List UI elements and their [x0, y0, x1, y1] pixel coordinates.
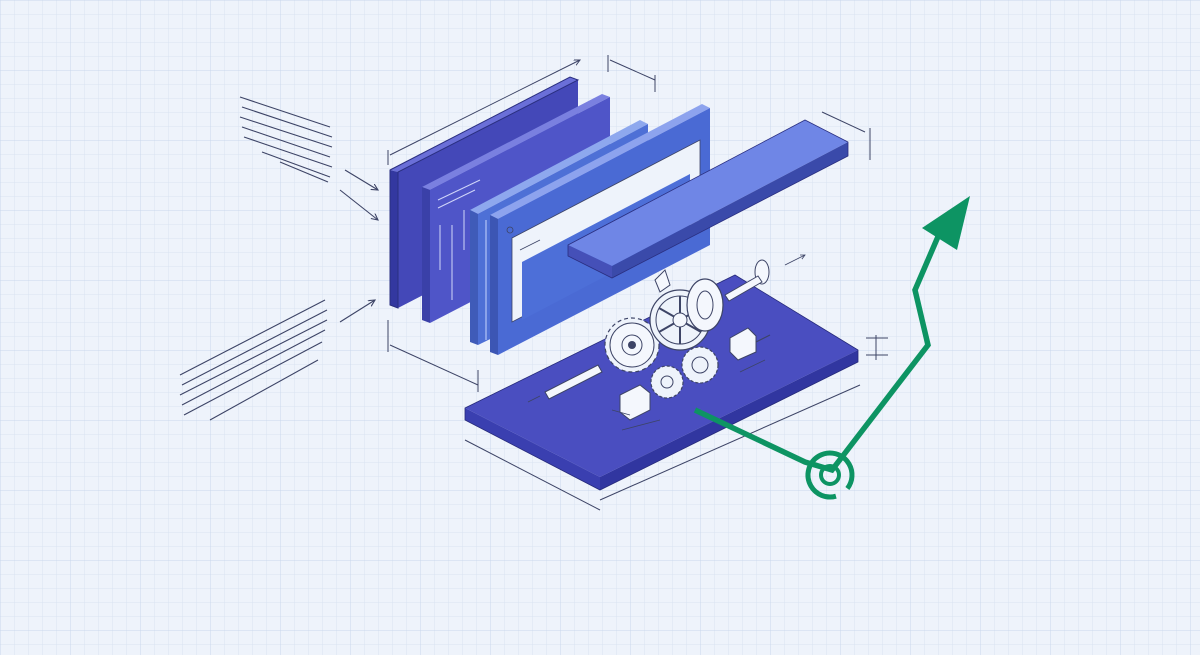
dimension-lines	[387, 55, 888, 511]
motion-lines-upper	[239, 96, 378, 220]
trend-arrow-icon	[693, 196, 970, 474]
motion-lines-lower	[179, 300, 375, 421]
gear-icon	[604, 317, 660, 373]
target-icon	[805, 450, 855, 500]
gear-icon	[650, 365, 684, 399]
bracket-icon	[619, 327, 771, 421]
part-dimension-marks	[527, 255, 805, 431]
gear-icon	[681, 346, 719, 384]
shaft-icon	[544, 269, 763, 400]
panel-layer-bar	[567, 119, 849, 279]
gear-icon	[686, 278, 724, 332]
